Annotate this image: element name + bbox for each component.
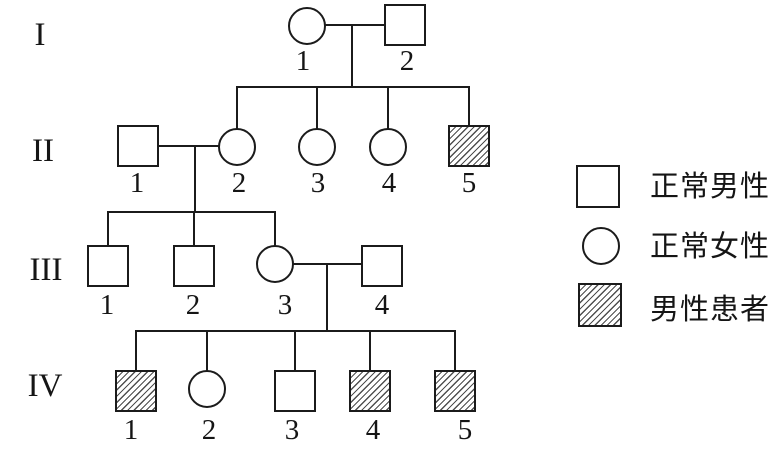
sibship-line-III (108, 211, 276, 213)
sibship-line-IV (136, 330, 456, 332)
individual-II-5-affected-male (448, 125, 490, 167)
generation-label-I: I (34, 17, 46, 53)
legend-normal-female-icon (582, 227, 620, 265)
individual-IV-1-affected-male (115, 370, 157, 412)
descent-line-III-1 (107, 211, 109, 249)
legend-normal-male-icon (576, 165, 620, 208)
individual-IV-3-label: 3 (284, 414, 300, 446)
individual-II-2-label: 2 (231, 167, 247, 199)
individual-I-2-label: 2 (399, 45, 415, 77)
individual-II-2-normal-female (218, 128, 256, 166)
descent-line-IV-1 (135, 330, 137, 374)
individual-III-3-label: 3 (277, 289, 293, 321)
descent-line-IV-4 (369, 330, 371, 374)
individual-IV-1-label: 1 (123, 414, 139, 446)
legend-normal-male-label: 正常男性 (650, 171, 771, 203)
descent-line-II-couple (194, 145, 196, 213)
individual-II-1-normal-male (117, 125, 159, 167)
descent-line-IV-3 (294, 330, 296, 374)
individual-III-4-label: 4 (374, 289, 390, 321)
descent-line-III-3 (274, 211, 276, 249)
individual-III-4-normal-male (361, 245, 403, 287)
descent-line-II-4 (387, 86, 389, 132)
legend-affected-male-icon (578, 283, 622, 327)
marriage-line-I-1-I-2 (307, 24, 405, 26)
descent-line-III-2 (193, 211, 195, 249)
individual-II-4-normal-female (369, 128, 407, 166)
descent-line-I-couple (351, 24, 353, 88)
generation-label-III: III (29, 252, 63, 288)
generation-label-II: II (32, 133, 54, 169)
individual-III-2-label: 2 (185, 289, 201, 321)
marriage-line-II-1-II-2 (138, 145, 238, 147)
individual-IV-3-normal-male (274, 370, 316, 412)
individual-IV-2-label: 2 (201, 414, 217, 446)
individual-I-1-normal-female (288, 7, 326, 45)
individual-II-3-normal-female (298, 128, 336, 166)
descent-line-IV-5 (454, 330, 456, 374)
descent-line-II-2 (236, 86, 238, 132)
individual-II-4-label: 4 (381, 167, 397, 199)
individual-II-5-label: 5 (461, 167, 477, 199)
individual-IV-4-label: 4 (365, 414, 381, 446)
individual-I-2-normal-male (384, 4, 426, 46)
individual-III-3-normal-female (256, 245, 294, 283)
individual-III-1-normal-male (87, 245, 129, 287)
generation-label-IV: IV (27, 368, 63, 404)
descent-line-II-3 (316, 86, 318, 132)
individual-IV-4-affected-male (349, 370, 391, 412)
individual-IV-5-label: 5 (457, 414, 473, 446)
sibship-line-II (237, 86, 470, 88)
individual-III-2-normal-male (173, 245, 215, 287)
marriage-line-III-3-III-4 (275, 263, 383, 265)
individual-II-3-label: 3 (310, 167, 326, 199)
descent-line-II-5 (468, 86, 470, 128)
individual-I-1-label: 1 (295, 45, 311, 77)
legend-affected-male-label: 男性患者 (650, 294, 771, 326)
descent-line-IV-2 (206, 330, 208, 374)
descent-line-III-couple (326, 263, 328, 332)
individual-IV-5-affected-male (434, 370, 476, 412)
legend-normal-female-label: 正常女性 (650, 231, 771, 263)
individual-IV-2-normal-female (188, 370, 226, 408)
individual-III-1-label: 1 (99, 289, 115, 321)
individual-II-1-label: 1 (129, 167, 145, 199)
